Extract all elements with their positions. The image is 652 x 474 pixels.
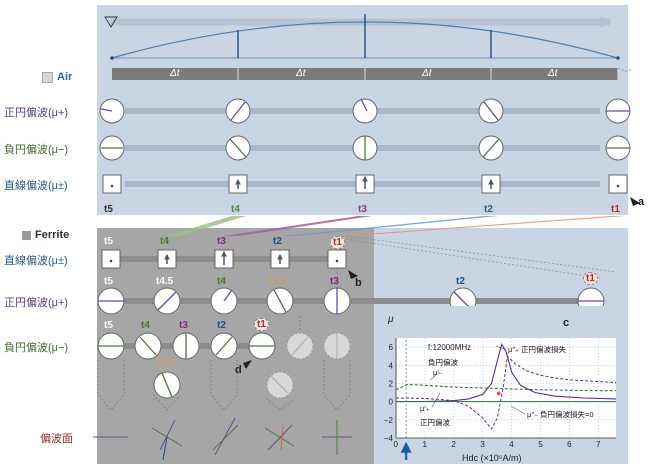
air-time-t3: t3 xyxy=(358,204,367,215)
ferrite-minus-t5: t5 xyxy=(104,320,113,331)
air-time-t5: t5 xyxy=(104,204,113,215)
ferrite-linear-t4: t4 xyxy=(160,236,169,247)
drop-guides xyxy=(97,268,351,411)
y-tick-label: 2 xyxy=(389,379,394,388)
ferrite-plus-t5: t5 xyxy=(104,276,113,287)
x-tick-label: 0 xyxy=(394,440,399,449)
air-section-title: Air xyxy=(42,71,72,83)
x-axis-label: Hdc (×10⁵A/m) xyxy=(462,453,522,463)
ferrite-linear-t1: t1 xyxy=(330,236,345,249)
chart-annotation: 正円偏波 xyxy=(420,417,450,427)
ferrite-linear-t2: t2 xyxy=(273,236,282,247)
y-tick-label: 0 xyxy=(389,398,394,407)
series-mu-plus-real xyxy=(395,355,617,430)
delta-t-3: Δt xyxy=(422,68,432,79)
ferrite-linear-label: 直線偏波(μ±) xyxy=(4,255,68,267)
y-tick-label: −2 xyxy=(384,416,394,425)
delta-t-1: Δt xyxy=(170,68,180,79)
leader-line xyxy=(510,405,526,415)
ferrite-swatch-icon xyxy=(22,230,31,240)
air-plus-label: 正円偏波(μ+) xyxy=(4,107,69,119)
ferrite-plus-row xyxy=(97,287,605,315)
air-time-t1: t1 xyxy=(611,204,620,215)
ferrite-plus-t4-5: t4.5 xyxy=(156,276,174,287)
chart-annotation: μ″₋ 負円偏波損失=0 xyxy=(527,409,594,419)
chart-title: f:12000MHz xyxy=(428,343,471,352)
intersection-marker xyxy=(496,391,502,396)
air-time-t4: t4 xyxy=(231,204,240,215)
ferrite-linear-t3: t3 xyxy=(217,236,226,247)
air-linear-label: 直線偏波(μ±) xyxy=(4,180,68,192)
x-tick-label: 3 xyxy=(480,440,485,449)
ferrite-minus-t3: t3 xyxy=(179,320,188,331)
ferrite-minus-row xyxy=(97,332,351,399)
chart-annotation: μ′₋ xyxy=(433,368,443,377)
chart-plot-area xyxy=(396,338,616,438)
ferrite-minus-t3-5: t3.5 xyxy=(157,357,175,368)
x-tick-label: 1 xyxy=(422,440,427,449)
ferrite-plus-t3-5: t3.5 xyxy=(269,276,287,287)
air-plus-row xyxy=(99,98,631,124)
x-tick-label: 7 xyxy=(596,440,601,449)
ferrite-linear-t5: t5 xyxy=(104,236,113,247)
wave-band xyxy=(104,14,620,60)
ferrite-linear-row xyxy=(101,249,347,269)
leader-line xyxy=(429,371,441,381)
air-title: Air xyxy=(57,71,73,83)
ferrite-plus-t3: t3 xyxy=(330,276,339,287)
ferrite-title: Ferrite xyxy=(35,229,70,241)
delta-t-bar xyxy=(112,67,633,80)
chart-annotation: μ″₊ 正円偏波損失 xyxy=(508,344,567,354)
series-mu-minus-real xyxy=(395,383,616,392)
air-time-t2: t2 xyxy=(484,204,493,215)
chart-annotation: μ′₊ xyxy=(420,404,430,413)
callout-a: a xyxy=(638,196,645,208)
ferrite-minus-t4: t4 xyxy=(141,320,150,331)
x-tick-label: 4 xyxy=(509,440,514,449)
series-mu-plus-imag xyxy=(395,343,617,403)
y-tick-label: 4 xyxy=(389,361,394,370)
ferrite-minus-t2: t2 xyxy=(217,320,226,331)
ferrite-plus-t1: t1 xyxy=(583,272,598,285)
air-minus-label: 負円偏波(μ−) xyxy=(4,144,69,156)
y-tick-label: −4 xyxy=(384,434,394,443)
y-axis-label: μ xyxy=(387,314,394,325)
x-tick-label: 2 xyxy=(451,440,456,449)
delta-t-4: Δt xyxy=(548,68,558,79)
ferrite-plus-t4: t4 xyxy=(217,276,226,287)
ferrite-minus-label: 負円偏波(μ−) xyxy=(4,342,69,354)
delta-t-2: Δt xyxy=(296,68,306,79)
plane-label: 偏波面 xyxy=(40,433,73,445)
ferrite-plus-label: 正円偏波(μ+) xyxy=(4,297,69,309)
ferrite-minus-t1: t1 xyxy=(254,318,269,331)
air-minus-row xyxy=(99,135,631,161)
leader-line xyxy=(431,392,441,408)
ferrite-section-title: Ferrite xyxy=(22,229,69,241)
leader-line xyxy=(495,345,507,351)
x-tick-label: 6 xyxy=(567,440,572,449)
y-tick-label: 6 xyxy=(389,343,394,352)
callout-d: d xyxy=(235,364,242,376)
ferrite-plus-t2: t2 xyxy=(456,276,465,287)
callout-c: c xyxy=(563,317,570,329)
time-connectors xyxy=(166,216,626,279)
chart-annotation: 負円偏波 xyxy=(428,357,458,367)
callout-b: b xyxy=(355,277,362,289)
air-swatch-icon xyxy=(42,71,53,83)
polarization-planes xyxy=(93,417,352,461)
air-linear-row xyxy=(102,174,628,194)
x-tick-label: 5 xyxy=(538,440,543,449)
